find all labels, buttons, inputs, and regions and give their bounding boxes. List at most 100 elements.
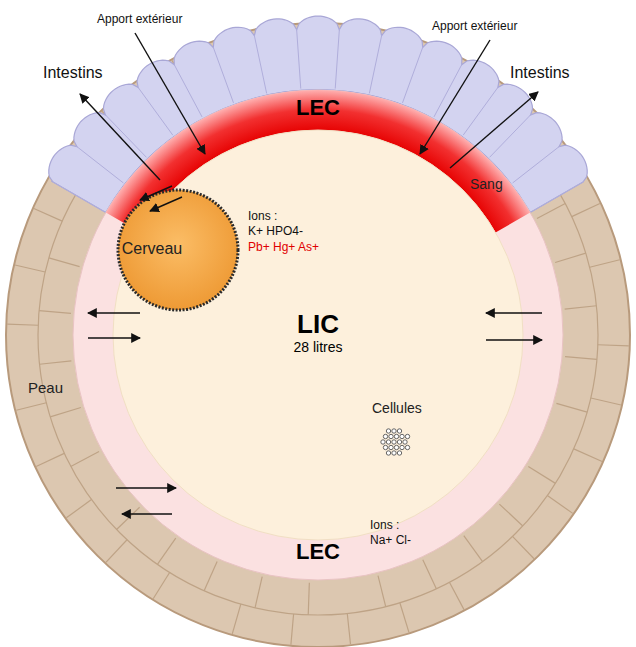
node-text: Pb+ Hg+ As+ [248,241,319,254]
cell-wall [464,536,483,562]
cell-wall [40,361,72,364]
cell [381,440,385,444]
node-text: 28 litres [293,340,342,355]
node-text: Ions : [370,519,399,532]
villus-wall [76,146,123,183]
villus-wall [402,47,423,103]
label-text: Apport extérieur [97,13,182,26]
cell-wall [400,603,409,633]
cell [400,445,404,449]
cell-wall [204,562,217,591]
cell [400,434,404,438]
node-text: Peau [28,380,63,397]
brain-circle [118,190,238,310]
exchange-arrow [116,487,176,488]
cell-wall [39,311,71,314]
cell-wall [528,466,555,483]
cell [389,434,393,438]
cell-wall [347,613,350,644]
cell-wall [7,324,38,325]
cell [383,434,387,438]
cell [403,440,407,444]
node-text: Cerveau [122,240,182,258]
cell-wall [572,204,600,217]
node-text: Na+ Cl- [370,534,411,547]
excretion-arrow [450,92,538,168]
intake-arrow [420,40,490,154]
villus-wall [463,87,498,136]
villus-wall [174,64,202,117]
cell-wall [574,449,602,462]
cell-wall [565,306,597,309]
cell [392,440,396,444]
cell-wall [291,614,294,645]
villus-wall [138,87,173,136]
extracellular-ring: LECIons :Na+ Cl-LECSangLIC28 litresIons … [73,90,563,580]
villus-wall [490,114,532,157]
cell-wall [153,572,169,598]
cell-wall [308,583,309,615]
cell-wall [34,209,62,222]
skin-body: PeauLECIons :Na+ Cl-LECSangLIC28 litresI… [6,10,630,647]
exchange-arrow [140,186,172,200]
cell-wall [565,357,597,360]
villus-wall [52,182,104,212]
cell-wall [232,604,241,634]
villus-wall [335,29,339,89]
node-text: LEC [296,96,340,120]
cell [386,429,390,433]
cell [386,451,390,455]
cell-wall [66,500,91,518]
villus-wall [254,35,266,94]
cell [397,429,401,433]
villus-wall [532,182,584,212]
cell [394,434,398,438]
cell-wall [49,258,80,267]
cell-wall [423,560,437,589]
cell-wall [499,504,522,526]
cell [397,451,401,455]
label-text: Intestins [510,64,570,82]
cell-wall [513,536,535,558]
cell-wall [255,577,262,608]
cell-wall [591,398,621,405]
cell-wall [15,265,45,272]
cell-wall [36,453,64,466]
intake-arrow [135,33,205,154]
exchange-arrow [88,312,140,313]
exchange-arrow [122,513,172,514]
excretion-arrow [80,94,160,180]
exchange-arrow [150,197,182,211]
exchange-arrow [486,339,542,340]
node-text: LIC [297,310,339,339]
node-text: Ions : [248,210,277,223]
intestine-arrows [80,33,538,180]
cell [405,434,409,438]
villus-wall [297,29,301,89]
cell-wall [157,538,175,564]
cell-wall [556,403,587,412]
cell [383,445,387,449]
node-text: LEC [296,540,340,564]
cell-wall [106,540,127,563]
cell [386,440,390,444]
villus-wall [369,35,381,94]
node-text: K+ HPO4- [248,225,303,238]
node-text: Sang [470,177,503,192]
cell [389,445,393,449]
node-text: Cellules [372,401,422,416]
exchange-arrow [88,337,140,338]
cell-wall [555,253,586,262]
label-text: Apport extérieur [432,20,517,33]
label-text: Intestins [43,64,103,82]
cell-wall [117,507,140,529]
villus-wall [105,114,147,157]
cell [394,445,398,449]
cell-wall [590,260,620,267]
villus-wall [513,146,560,183]
cell [397,440,401,444]
exchange-arrow [486,312,542,313]
cell [392,429,396,433]
lic-circle [113,130,523,540]
